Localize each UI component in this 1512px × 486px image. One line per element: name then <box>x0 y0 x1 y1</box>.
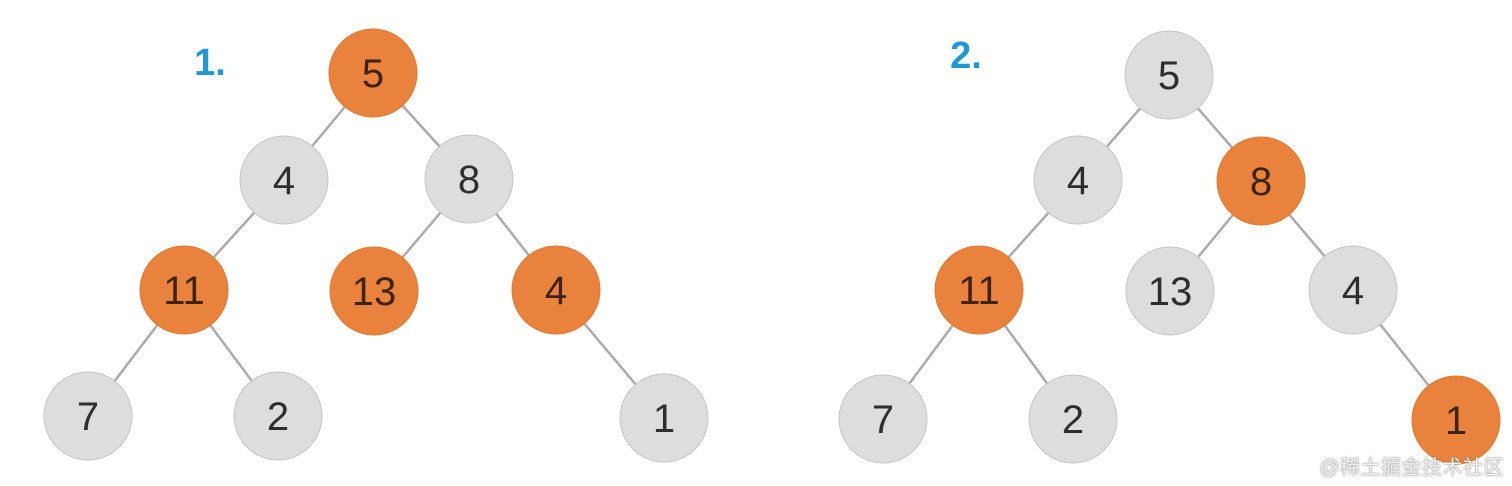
tree1-node-4b-value: 4 <box>545 269 567 313</box>
tree1-node-11-circle <box>139 245 229 335</box>
tree2-node-11-value: 11 <box>958 269 1000 313</box>
tree1-node-11: 11 <box>139 245 229 335</box>
tree1-label: 1. <box>194 42 226 84</box>
tree1-node-13-circle <box>329 246 419 336</box>
tree2-node-4: 4 <box>1033 135 1123 225</box>
tree2-node-8-value: 8 <box>1250 160 1272 204</box>
tree2-node-4b: 4 <box>1308 245 1398 335</box>
tree2-node-2-value: 2 <box>1062 398 1084 442</box>
tree2-node-5-circle <box>1124 30 1214 120</box>
tree1-node-2: 2 <box>233 371 323 461</box>
tree1-node-1: 1 <box>619 373 709 463</box>
watermark: @稀土掘金技术社区 <box>1319 457 1504 479</box>
tree2-node-7: 7 <box>838 374 928 464</box>
tree2-node-11: 11 <box>934 245 1024 335</box>
tree2-node-13-value: 13 <box>1148 270 1193 314</box>
tree2-node-1-value: 1 <box>1445 399 1467 443</box>
tree2-node-2: 2 <box>1028 374 1118 464</box>
tree1-node-4b-circle <box>511 245 601 335</box>
tree2-node-13-circle <box>1125 246 1215 336</box>
tree2-node-7-value: 7 <box>872 398 894 442</box>
tree1-node-7-value: 7 <box>77 395 99 439</box>
tree1-node-1-value: 1 <box>653 397 675 441</box>
tree2-node-5: 5 <box>1124 30 1214 120</box>
tree1-edges <box>87 72 665 419</box>
tree1-node-13-value: 13 <box>352 270 397 314</box>
tree2-node-4b-circle <box>1308 245 1398 335</box>
tree1-node-7: 7 <box>43 371 133 461</box>
tree1-node-2-circle <box>233 371 323 461</box>
tree1-node-8-circle <box>424 134 514 224</box>
tree2-label: 2. <box>950 35 982 77</box>
tree1-node-8-value: 8 <box>458 158 480 202</box>
tree1-node-4: 4 <box>239 135 329 225</box>
tree2-node-1: 1 <box>1411 375 1501 465</box>
tree2-node-2-circle <box>1028 374 1118 464</box>
tree1-node-13: 13 <box>329 246 419 336</box>
tree2-node-4-value: 4 <box>1067 159 1089 203</box>
tree2-node-4-circle <box>1033 135 1123 225</box>
tree2-node-11-circle <box>934 245 1024 335</box>
tree1-node-4-value: 4 <box>273 159 295 203</box>
tree-1: 1. 5 4 8 <box>43 28 709 463</box>
tree2-node-4b-value: 4 <box>1342 269 1364 313</box>
tree1-node-5-circle <box>328 28 418 118</box>
tree2-node-13: 13 <box>1125 246 1215 336</box>
tree1-node-5: 5 <box>328 28 418 118</box>
tree1-node-5-value: 5 <box>362 52 384 96</box>
tree2-node-7-circle <box>838 374 928 464</box>
tree2-node-5-value: 5 <box>1158 54 1180 98</box>
tree-2: 2. 5 4 8 <box>838 30 1501 465</box>
tree1-node-2-value: 2 <box>267 395 289 439</box>
tree1-node-1-circle <box>619 373 709 463</box>
tree2-node-8: 8 <box>1216 136 1306 226</box>
tree1-node-11-value: 11 <box>163 269 205 313</box>
tree2-node-1-circle <box>1411 375 1501 465</box>
tree1-node-7-circle <box>43 371 133 461</box>
tree2-node-8-circle <box>1216 136 1306 226</box>
tree1-node-8: 8 <box>424 134 514 224</box>
tree1-node-4b: 4 <box>511 245 601 335</box>
tree1-node-4-circle <box>239 135 329 225</box>
